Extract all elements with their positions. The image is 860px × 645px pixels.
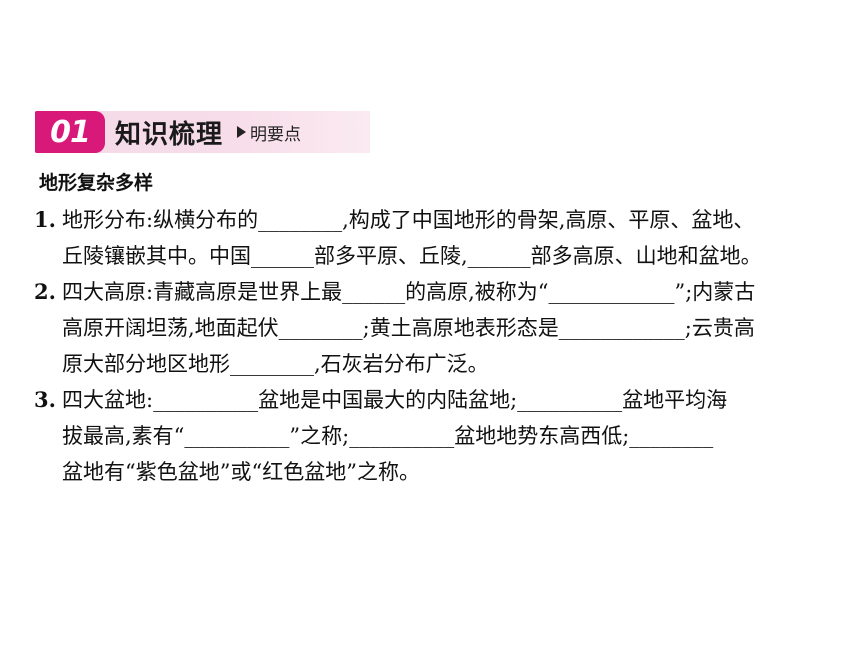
question-item-1: 1. 地形分布:纵横分布的________,构成了中国地形的骨架,高原、平原、盆… bbox=[34, 202, 834, 274]
question-line: 地形分布:纵横分布的________,构成了中国地形的骨架,高原、平原、盆地、 bbox=[62, 208, 755, 232]
section-subtitle: 明要点 bbox=[250, 124, 302, 145]
question-list: 1. 地形分布:纵横分布的________,构成了中国地形的骨架,高原、平原、盆… bbox=[34, 202, 834, 490]
question-item-3: 3. 四大盆地:__________盆地是中国最大的内陆盆地;_________… bbox=[34, 382, 834, 490]
question-item-2: 2. 四大高原:青藏高原是世界上最______的高原,被称为“_________… bbox=[34, 274, 834, 382]
question-number: 1. bbox=[34, 207, 56, 232]
question-line: 丘陵镶嵌其中。中国______部多平原、丘陵,______部多高原、山地和盆地。 bbox=[62, 244, 762, 268]
question-number: 3. bbox=[34, 387, 56, 412]
question-line: 原大部分地区地形________,石灰岩分布广泛。 bbox=[62, 352, 489, 376]
section-title: 知识梳理 bbox=[115, 119, 224, 150]
question-line: 高原开阔坦荡,地面起伏________;黄土高原地表形态是___________… bbox=[62, 316, 755, 340]
section-banner: 01 知识梳理 明要点 bbox=[35, 111, 370, 153]
topic-heading: 地形复杂多样 bbox=[39, 172, 154, 194]
question-line: 四大高原:青藏高原是世界上最______的高原,被称为“____________… bbox=[62, 280, 756, 304]
section-number-badge: 01 bbox=[35, 111, 105, 153]
question-number: 2. bbox=[34, 279, 56, 304]
question-line: 四大盆地:__________盆地是中国最大的内陆盆地;__________盆地… bbox=[62, 388, 728, 412]
triangle-right-icon bbox=[237, 126, 247, 138]
question-line: 盆地有“紫色盆地”或“红色盆地”之称。 bbox=[62, 460, 420, 484]
question-line: 拔最高,素有“__________”之称;__________盆地地势东高西低;… bbox=[62, 424, 714, 448]
